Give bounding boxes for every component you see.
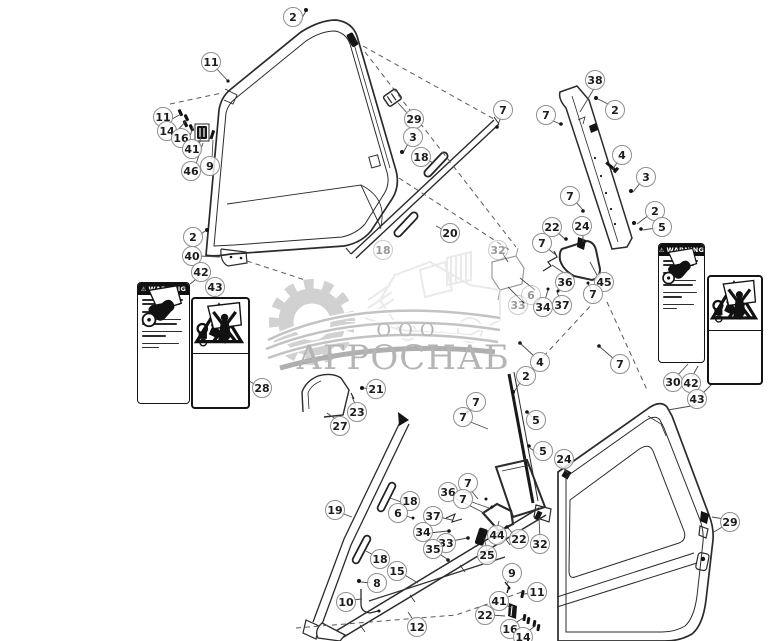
warning-decal-crush-left xyxy=(191,297,250,409)
watermark: ООО АГРОСНАБ xyxy=(264,250,509,378)
watermark-company-name: АГРОСНАБ xyxy=(296,338,509,378)
rail-12-group xyxy=(316,504,552,641)
hardware-cluster-top-left xyxy=(177,109,216,142)
strut-19-group xyxy=(302,412,410,640)
warning-triangle-icon: ⚠ xyxy=(658,246,665,254)
hardware-cluster-bottom-right xyxy=(504,581,541,632)
lower-center-panel-group xyxy=(445,371,572,546)
tipover-pictogram xyxy=(659,247,704,285)
tipover-pictogram xyxy=(138,284,189,328)
warning-decal-crush-right xyxy=(707,275,763,385)
warning-decal-tipover-left: ⚠ WARNING xyxy=(137,282,190,404)
lower-right-door-panel xyxy=(556,402,715,641)
upper-left-door-frame xyxy=(205,19,399,267)
upper-right-panel-38 xyxy=(558,85,633,250)
watermark-org-form: ООО xyxy=(376,320,441,341)
do-not-carry-pictogram xyxy=(709,279,761,384)
watermark-combine-machine xyxy=(364,250,501,343)
hinge-32-part xyxy=(491,247,525,301)
watermark-swoosh xyxy=(264,307,501,371)
middle-cover-45-cluster xyxy=(491,237,602,301)
corner-piece-27 xyxy=(301,373,355,418)
warning-decal-tipover-right: ⚠ WARNING xyxy=(658,243,705,363)
warning-triangle-icon: ⚠ xyxy=(140,285,147,293)
do-not-carry-pictogram xyxy=(193,301,248,408)
latch-29-part xyxy=(382,88,402,107)
